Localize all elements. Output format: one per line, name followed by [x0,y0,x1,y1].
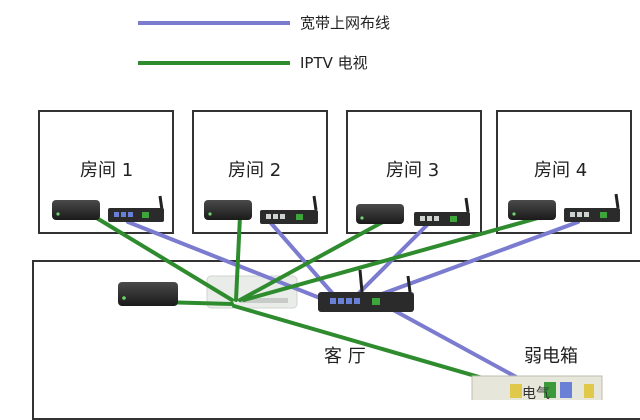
broadband-wire-room-3 [348,220,432,304]
room-2-label: 房间 2 [228,160,282,181]
router-room-4 [564,193,620,222]
set-top-box-room-1 [52,200,100,220]
room-4-label: 房间 4 [534,160,588,181]
room-3-label: 房间 3 [386,160,440,181]
iptv-wire-room-4 [242,216,540,302]
weak-box-partial-text: 电气 [522,386,550,400]
iptv-wire-room-1 [88,212,234,302]
broadband-wire-room-2 [268,220,342,304]
iptv-wires [88,212,540,388]
set-top-box-living-room [118,282,178,306]
iptv-wire-weak-box [232,304,512,388]
legend-iptv-line [138,61,290,65]
set-top-box-room-4 [508,200,556,220]
router-living-room [318,269,414,312]
router-room-1 [108,195,164,222]
set-top-box-room-2 [204,200,252,220]
broadband-wire-room-1 [126,220,332,304]
legend-iptv-label: IPTV 电视 [300,54,368,72]
wiring-diagram: 电气 [52,193,620,400]
legend-broadband-label: 宽带上网布线 [300,14,391,32]
router-room-2 [260,195,318,224]
iptv-wire-room-3 [238,216,392,302]
set-top-box-room-3 [356,204,404,224]
room-1-label: 房间 1 [80,160,134,181]
broadband-wire-room-4 [358,220,580,304]
router-room-3 [414,197,470,226]
weak-box-label: 弱电箱 [524,346,578,367]
iptv-wire-room-2 [234,214,242,302]
weak-current-box [471,375,603,400]
legend-broadband-line [138,21,290,25]
living-room-label: 客 厅 [324,346,366,367]
